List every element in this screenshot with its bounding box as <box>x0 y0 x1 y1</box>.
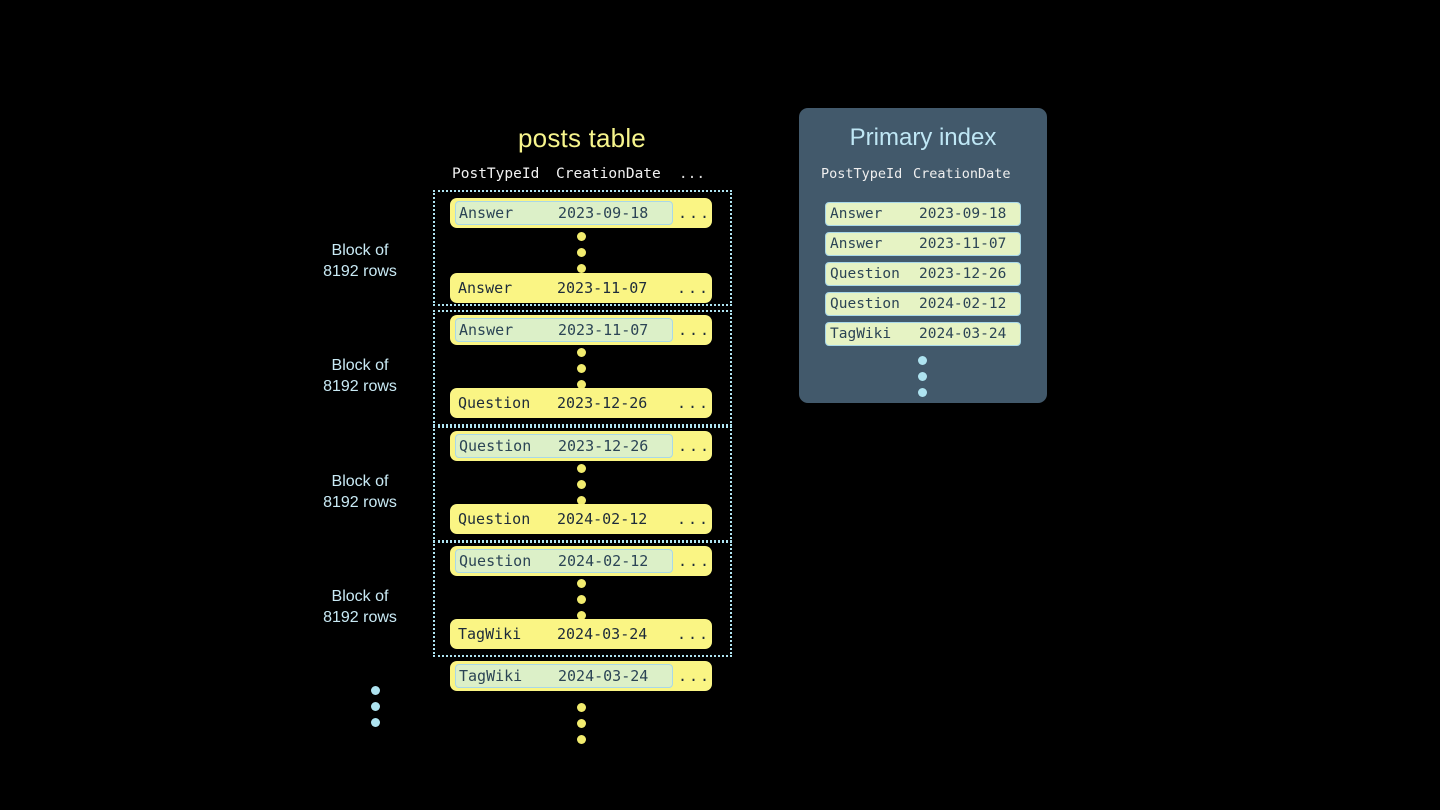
block-4-label: Block of 8192 rows <box>300 586 420 628</box>
table-row: Question 2024-02-12 ... <box>450 504 712 534</box>
table-continuation-dots <box>577 703 586 744</box>
index-cell-posttypeid: Answer <box>830 206 883 222</box>
index-cell-posttypeid: Answer <box>830 236 883 252</box>
table-row: Answer 2023-11-07 ... <box>450 273 712 303</box>
row-key-cells: Answer 2023-11-07 <box>455 318 673 342</box>
block-2-label-line2: 8192 rows <box>323 378 397 395</box>
row-ellipsis-dots <box>577 464 586 505</box>
index-entry: Answer 2023-09-18 <box>825 202 1021 226</box>
cell-ellipsis: ... <box>676 510 711 528</box>
cell-ellipsis: ... <box>676 394 711 412</box>
cell-posttypeid: Question <box>459 552 532 570</box>
block-4-label-line1: Block of <box>331 588 389 605</box>
block-continuation-dots <box>371 686 380 727</box>
cell-ellipsis: ... <box>677 552 712 570</box>
row-key-cells: Question 2023-12-26 <box>455 434 673 458</box>
cell-posttypeid: Question <box>459 437 532 455</box>
block-3-label: Block of 8192 rows <box>300 471 420 513</box>
cell-posttypeid: TagWiki <box>459 667 523 685</box>
cell-posttypeid: Answer <box>459 321 514 339</box>
column-header-posttypeid: PostTypeId <box>452 166 540 182</box>
posts-table-title: posts table <box>518 123 646 153</box>
index-cell-posttypeid: TagWiki <box>830 326 892 342</box>
index-cell-creationdate: 2023-11-07 <box>919 236 1007 252</box>
cell-creationdate: 2023-11-07 <box>558 321 649 339</box>
cell-creationdate: 2024-03-24 <box>557 625 648 643</box>
table-row: TagWiki 2024-03-24 ... <box>450 661 712 691</box>
index-cell-creationdate: 2023-12-26 <box>919 266 1007 282</box>
cell-ellipsis: ... <box>676 625 711 643</box>
index-cell-posttypeid: Question <box>830 266 900 282</box>
row-ellipsis-dots <box>577 579 586 620</box>
row-key-cells: Answer 2023-09-18 <box>455 201 673 225</box>
cell-ellipsis: ... <box>677 204 712 222</box>
index-continuation-dots <box>918 356 927 397</box>
block-2-label: Block of 8192 rows <box>300 355 420 397</box>
table-row: Question 2023-12-26 ... <box>450 388 712 418</box>
block-4-label-line2: 8192 rows <box>323 609 397 626</box>
cell-creationdate: 2023-12-26 <box>558 437 649 455</box>
index-entry: Question 2023-12-26 <box>825 262 1021 286</box>
block-1 <box>433 190 732 306</box>
table-row: TagWiki 2024-03-24 ... <box>450 619 712 649</box>
block-1-label-line2: 8192 rows <box>323 263 397 280</box>
primary-index-panel: Primary index PostTypeId CreationDate An… <box>799 108 1047 403</box>
row-ellipsis-dots <box>577 232 586 273</box>
cell-posttypeid: Answer <box>458 279 513 297</box>
row-key-cells: Question 2023-12-26 <box>455 391 671 415</box>
primary-index-column-headers: PostTypeId CreationDate <box>821 166 1031 182</box>
cell-creationdate: 2024-03-24 <box>558 667 649 685</box>
cell-creationdate: 2023-12-26 <box>557 394 648 412</box>
index-column-header-creationdate: CreationDate <box>913 166 1011 182</box>
cell-posttypeid: Question <box>458 510 531 528</box>
column-header-ellipsis: ... <box>678 166 706 182</box>
cell-creationdate: 2023-09-18 <box>558 204 649 222</box>
block-3-label-line2: 8192 rows <box>323 494 397 511</box>
cell-posttypeid: TagWiki <box>458 625 522 643</box>
row-key-cells: TagWiki 2024-03-24 <box>455 622 671 646</box>
cell-creationdate: 2023-11-07 <box>557 279 648 297</box>
row-key-cells: TagWiki 2024-03-24 <box>455 664 673 688</box>
table-row: Answer 2023-11-07 ... <box>450 315 712 345</box>
index-column-header-posttypeid: PostTypeId <box>821 166 903 182</box>
cell-creationdate: 2024-02-12 <box>558 552 649 570</box>
row-key-cells: Question 2024-02-12 <box>455 549 673 573</box>
cell-ellipsis: ... <box>677 321 712 339</box>
index-entry: Question 2024-02-12 <box>825 292 1021 316</box>
index-entry: Answer 2023-11-07 <box>825 232 1021 256</box>
index-cell-creationdate: 2023-09-18 <box>919 206 1007 222</box>
table-row: Question 2024-02-12 ... <box>450 546 712 576</box>
index-cell-posttypeid: Question <box>830 296 900 312</box>
cell-ellipsis: ... <box>677 667 712 685</box>
table-row: Question 2023-12-26 ... <box>450 431 712 461</box>
block-1-label: Block of 8192 rows <box>300 240 420 282</box>
row-ellipsis-dots <box>577 348 586 389</box>
posts-table-column-headers: PostTypeId CreationDate ... <box>452 166 712 182</box>
cell-creationdate: 2024-02-12 <box>557 510 648 528</box>
primary-index-title: Primary index <box>849 124 997 151</box>
cell-posttypeid: Question <box>458 394 531 412</box>
row-key-cells: Answer 2023-11-07 <box>455 276 671 300</box>
cell-posttypeid: Answer <box>459 204 514 222</box>
index-entry: TagWiki 2024-03-24 <box>825 322 1021 346</box>
block-2 <box>433 310 732 426</box>
block-3-label-line1: Block of <box>331 473 389 490</box>
block-4 <box>433 541 732 657</box>
block-1-label-line1: Block of <box>331 242 389 259</box>
block-2-label-line1: Block of <box>331 357 389 374</box>
cell-ellipsis: ... <box>676 279 711 297</box>
column-header-creationdate: CreationDate <box>556 166 661 182</box>
index-cell-creationdate: 2024-03-24 <box>919 326 1007 342</box>
cell-ellipsis: ... <box>677 437 712 455</box>
index-cell-creationdate: 2024-02-12 <box>919 296 1007 312</box>
table-row: Answer 2023-09-18 ... <box>450 198 712 228</box>
row-key-cells: Question 2024-02-12 <box>455 507 671 531</box>
